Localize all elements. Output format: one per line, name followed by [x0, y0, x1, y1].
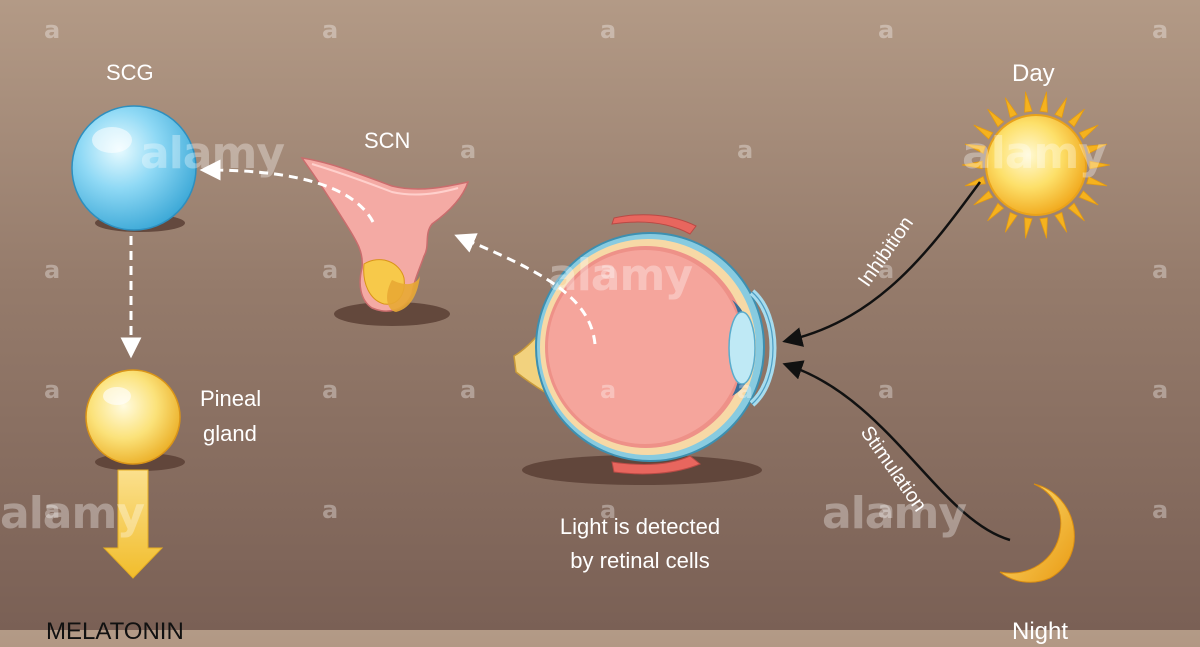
sun-ray [964, 175, 986, 187]
sun-ray [1054, 211, 1068, 233]
stimulation-arrow [782, 360, 1011, 542]
sun-ray [1004, 211, 1018, 233]
detection-label-line2: by retinal cells [570, 548, 710, 573]
sun-ray [1054, 97, 1068, 119]
sun-ray [973, 124, 994, 140]
night-label: Night [1012, 618, 1069, 645]
inhibition-arrow [782, 181, 982, 347]
scg-ganglion [71, 105, 197, 232]
sun-ray [1067, 108, 1085, 128]
sun-ray [961, 160, 983, 170]
sun-icon [961, 91, 1111, 239]
sun-ray [1024, 91, 1033, 113]
sun-ray [1039, 217, 1048, 239]
circadian-diagram: Inhibition Stimulation [71, 91, 1111, 583]
sun-ray [1004, 97, 1018, 119]
pineal-gland [85, 369, 185, 471]
sun-ray [1078, 124, 1099, 140]
sun-ray [973, 190, 994, 206]
inhibition-label: Inhibition [854, 213, 918, 291]
pineal-label-line2: gland [203, 421, 257, 446]
detection-label-line1: Light is detected [559, 514, 721, 539]
pineal-label-line1: Pineal [200, 386, 262, 411]
sun-ray [987, 108, 1005, 128]
sun-ray [1067, 202, 1085, 222]
sun-ray [1086, 175, 1108, 187]
scn-nucleus [300, 157, 470, 326]
sun-ray [1089, 160, 1111, 170]
melatonin-output-arrow [102, 469, 164, 579]
eye-to-scn-arrow [454, 233, 597, 345]
sun-ray [987, 202, 1005, 222]
sun-ray [1078, 190, 1099, 206]
stimulation-label: Stimulation [856, 422, 931, 516]
scn-to-scg-arrow [199, 159, 375, 223]
sun-ray [964, 143, 986, 155]
scn-label: SCN [364, 128, 411, 153]
moon-icon [999, 483, 1075, 583]
eye-cross-section [513, 214, 777, 485]
day-label: Day [1012, 60, 1055, 87]
sun-ray [1086, 143, 1108, 155]
scg-label: SCG [106, 60, 154, 85]
melatonin-label: MELATONIN [46, 618, 184, 645]
sun-ray [1039, 91, 1048, 113]
sun-ray [1024, 217, 1033, 239]
